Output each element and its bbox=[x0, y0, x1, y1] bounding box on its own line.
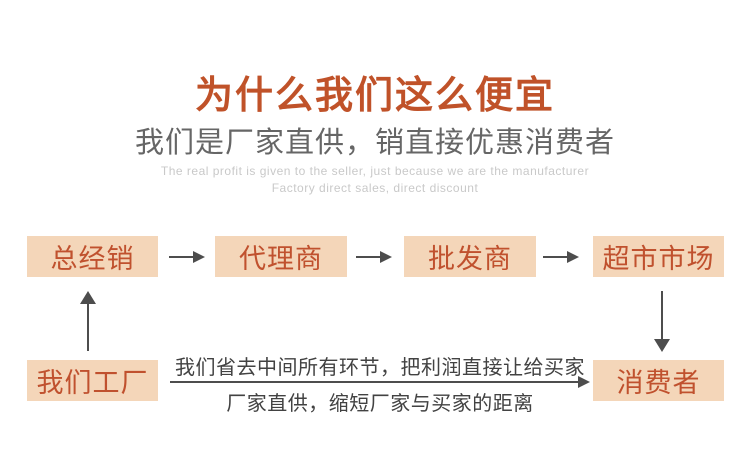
arrow-line bbox=[543, 256, 567, 258]
arrow-head bbox=[578, 376, 590, 388]
arrow-line bbox=[169, 256, 193, 258]
arrow-line bbox=[87, 304, 89, 351]
arrow-line bbox=[661, 291, 663, 339]
subtitle-english-line2: Factory direct sales, direct discount bbox=[271, 181, 479, 195]
page-subtitle: 我们是厂家直供，销直接优惠消费者 bbox=[134, 127, 615, 159]
arrow-head bbox=[380, 251, 392, 263]
arrow-up-icon bbox=[80, 291, 96, 351]
arrow-line bbox=[356, 256, 380, 258]
arrow-right-icon bbox=[356, 250, 392, 264]
arrow-right-icon bbox=[169, 250, 205, 264]
direct-supply-note-line2: 厂家直供，缩短厂家与买家的距离 bbox=[226, 393, 534, 415]
flow-box-agent: 代理商 bbox=[215, 236, 347, 277]
arrow-right-long-icon bbox=[170, 375, 590, 389]
flow-box-our-factory: 我们工厂 bbox=[27, 360, 158, 401]
arrow-down-icon bbox=[654, 291, 670, 352]
flow-box-general-distributor: 总经销 bbox=[27, 236, 158, 277]
arrow-line bbox=[170, 381, 578, 383]
flow-box-supermarket: 超市市场 bbox=[593, 236, 724, 277]
direct-supply-note-line1: 我们省去中间所有环节，把利润直接让给买家 bbox=[175, 357, 585, 379]
arrow-head bbox=[193, 251, 205, 263]
flow-box-wholesaler: 批发商 bbox=[404, 236, 536, 277]
arrow-right-icon bbox=[543, 250, 579, 264]
page-title: 为什么我们这么便宜 bbox=[194, 75, 555, 117]
subtitle-english-line1: The real profit is given to the seller, … bbox=[160, 164, 590, 178]
flow-box-consumer: 消费者 bbox=[593, 360, 724, 401]
arrow-head bbox=[80, 291, 96, 304]
arrow-head bbox=[567, 251, 579, 263]
arrow-head bbox=[654, 339, 670, 352]
